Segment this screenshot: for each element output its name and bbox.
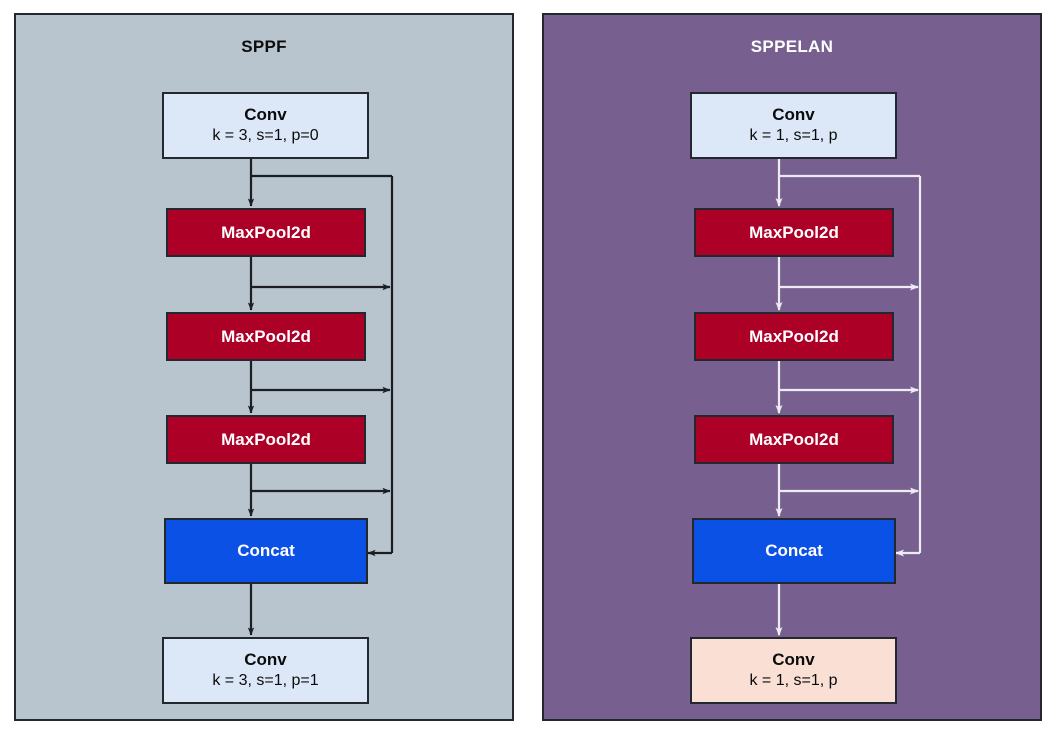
node-conv-bottom[interactable]: Conv k = 1, s=1, p [690, 637, 897, 704]
node-subtitle: k = 3, s=1, p=0 [212, 127, 319, 145]
node-subtitle: k = 3, s=1, p=1 [212, 672, 319, 690]
node-maxpool-3[interactable]: MaxPool2d [694, 415, 894, 464]
node-maxpool-1[interactable]: MaxPool2d [694, 208, 894, 257]
panel-title-sppf: SPPF [241, 37, 287, 56]
node-title: MaxPool2d [749, 326, 839, 346]
node-title: Conv [772, 104, 815, 124]
wires-sppelan [775, 159, 922, 636]
node-conv-bottom[interactable]: Conv k = 3, s=1, p=1 [162, 637, 369, 704]
node-conv-top[interactable]: Conv k = 3, s=1, p=0 [162, 92, 369, 159]
panel-sppelan: SPPELAN Conv k [542, 13, 1042, 721]
panel-sppf: SPPF [14, 13, 514, 721]
node-conv-top[interactable]: Conv k = 1, s=1, p [690, 92, 897, 159]
node-title: Conv [244, 104, 287, 124]
node-maxpool-3[interactable]: MaxPool2d [166, 415, 366, 464]
node-title: Concat [237, 541, 295, 561]
node-subtitle: k = 1, s=1, p [749, 672, 838, 690]
node-title: MaxPool2d [221, 222, 311, 242]
node-title: Conv [244, 649, 287, 669]
node-subtitle: k = 1, s=1, p [749, 127, 838, 145]
node-maxpool-2[interactable]: MaxPool2d [166, 312, 366, 361]
node-title: Conv [772, 649, 815, 669]
node-title: MaxPool2d [749, 429, 839, 449]
wires-sppf [247, 159, 394, 636]
panel-title-sppelan: SPPELAN [750, 37, 834, 56]
node-title: Concat [765, 541, 823, 561]
node-maxpool-2[interactable]: MaxPool2d [694, 312, 894, 361]
node-maxpool-1[interactable]: MaxPool2d [166, 208, 366, 257]
node-title: MaxPool2d [749, 222, 839, 242]
node-concat[interactable]: Concat [164, 518, 368, 584]
node-title: MaxPool2d [221, 326, 311, 346]
node-concat[interactable]: Concat [692, 518, 896, 584]
node-title: MaxPool2d [221, 429, 311, 449]
